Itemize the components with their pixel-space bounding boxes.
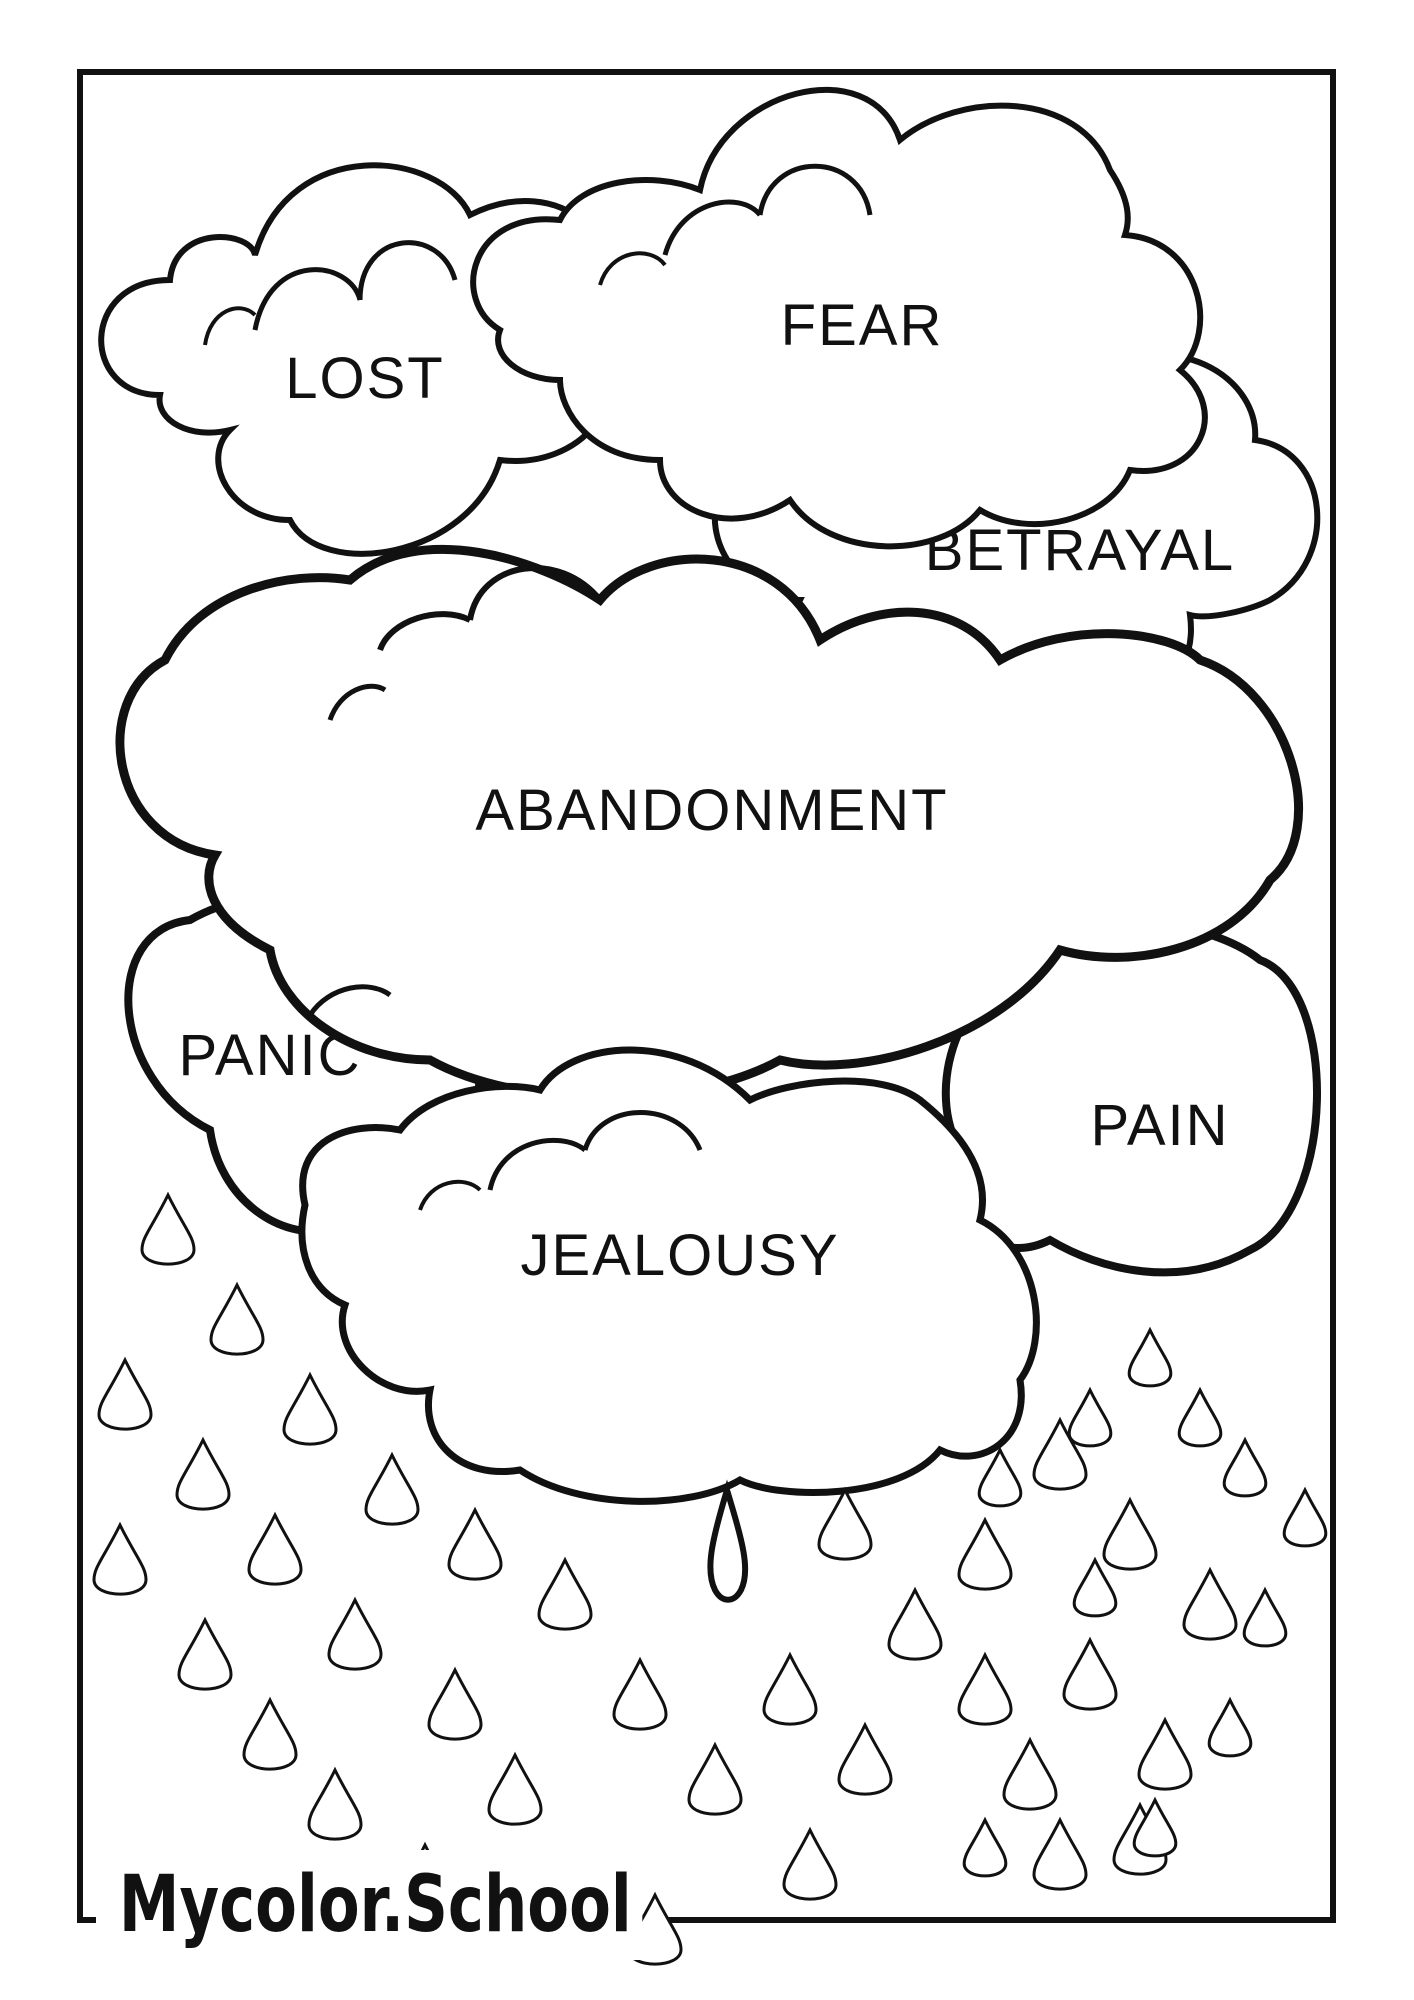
raindrop-icon [364,1451,420,1526]
raindrop-icon [1222,1436,1268,1498]
raindrop-icon [177,1616,233,1691]
raindrop-icon [1207,1696,1253,1758]
raindrop-icon [487,1751,543,1826]
raindrop-icon [1062,1636,1118,1711]
raindrop-icon [1032,1416,1088,1491]
raindrop-icon [837,1721,893,1796]
raindrop-icon [247,1511,303,1586]
cloud-label-fear: FEAR [781,293,944,358]
raindrop-icon [762,1651,818,1726]
raindrop-icon [427,1666,483,1741]
raindrop-icon [957,1516,1013,1591]
raindrop-icon [307,1766,363,1841]
raindrop-icon [1242,1586,1288,1648]
raindrop-icon [537,1556,593,1631]
raindrops [92,1191,1328,1966]
raindrop-icon [782,1826,838,1901]
cloud-icon [298,1046,1040,1505]
raindrop-icon [209,1281,265,1356]
raindrop-icon [707,1479,749,1603]
cloud-label-pain: PAIN [1090,1093,1229,1158]
cloud-jealousy: JEALOUSY [298,1046,1040,1505]
raindrop-icon [817,1486,873,1561]
raindrop-icon [962,1816,1008,1878]
raindrop-icon [1072,1556,1118,1618]
cloud-icon [470,86,1208,550]
raindrop-icon [887,1586,943,1661]
raindrop-icon [687,1741,743,1816]
raindrop-icon [977,1446,1023,1508]
cloud-label-lost: LOST [285,346,445,411]
brand-logo: Mycolor.School [108,1850,643,1960]
raindrop-icon [242,1696,298,1771]
raindrop-icon [1067,1386,1113,1448]
cloud-fear: FEAR [470,86,1208,550]
cloud-icon [941,918,1321,1277]
raindrop-icon [327,1596,383,1671]
page-frame [77,69,1336,1923]
raindrop-icon [1102,1496,1158,1571]
raindrop-icon [612,1656,668,1731]
raindrop-icon [1182,1566,1238,1641]
raindrop-icon [1002,1736,1058,1811]
raindrop-icon [1137,1716,1193,1791]
cloud-pain: PAIN [941,918,1321,1277]
cloud-label-abandonment: ABANDONMENT [475,778,948,843]
raindrop-icon [97,1356,153,1431]
raindrop-icon [92,1521,148,1596]
raindrop-icon [140,1191,196,1266]
raindrop-icon [447,1506,503,1581]
raindrop-icon [1282,1486,1328,1548]
raindrop-icon [1132,1796,1178,1858]
raindrop-icon [282,1371,338,1446]
cloud-label-betrayal: BETRAYAL [925,518,1235,583]
raindrop-icon [1032,1816,1088,1891]
cloud-label-jealousy: JEALOUSY [521,1223,840,1288]
raindrop-icon [957,1651,1013,1726]
raindrop-icon [1177,1386,1223,1448]
raindrop-icon [175,1436,231,1511]
raindrop-icon [1127,1326,1173,1388]
